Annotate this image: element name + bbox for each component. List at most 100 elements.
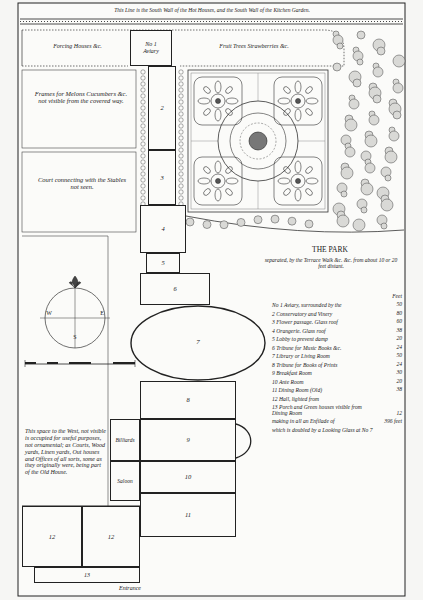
hedge-symbol — [179, 160, 183, 164]
plan-stroke — [22, 66, 128, 67]
hedge-symbol — [141, 70, 145, 74]
plan-stroke — [194, 157, 242, 205]
key-length: 30 — [372, 369, 402, 375]
plan-stroke — [69, 276, 81, 288]
key-entry: which is doubled by a Looking Glass at N… — [272, 427, 400, 433]
room-label: 4 — [161, 225, 164, 232]
plan-stroke — [191, 73, 325, 209]
key-length: 12 — [372, 410, 402, 416]
hedge-symbol — [179, 88, 183, 92]
note-text: Court connecting with the Stables not se… — [36, 176, 128, 191]
room-box: 8 — [140, 381, 236, 419]
tree-symbol — [357, 59, 363, 65]
tree-symbol — [385, 175, 391, 181]
room-label: 2 — [160, 104, 163, 111]
key-entry: 10 Ante Room — [272, 379, 376, 385]
key-entry: 12 Hall, lighted from — [272, 396, 400, 402]
hedge-symbol — [141, 94, 145, 98]
room-label: 13 — [84, 572, 90, 579]
key-entry: 13 Porch and Green houses visible from D… — [272, 404, 376, 417]
plan-stroke — [22, 30, 23, 66]
room-box: 13 — [34, 567, 140, 583]
key-length: 20 — [372, 378, 402, 384]
tree-symbol — [203, 221, 211, 229]
plan-stroke — [22, 30, 344, 66]
note-text: separated, by the Terrace Walk &c. &c. f… — [262, 257, 400, 270]
entrance-label: Entrance — [90, 585, 170, 592]
note-text: Frames for Melons Cucumbers &c. not visi… — [32, 90, 130, 105]
key-entry: making in all an Enfilade of — [272, 418, 376, 424]
hedge-symbol — [141, 166, 145, 170]
column-head: Feet — [376, 293, 402, 299]
tree-symbol — [353, 219, 365, 231]
plan-stroke — [274, 157, 322, 205]
hedge-symbol — [141, 160, 145, 164]
tree-symbol — [393, 111, 401, 119]
key-length: 20 — [372, 335, 402, 341]
hedge-symbol — [141, 154, 145, 158]
plan-stroke — [113, 362, 135, 364]
hedge-symbol — [179, 112, 183, 116]
room-box: 4 — [140, 205, 186, 253]
tree-symbol — [305, 220, 313, 228]
room-box: 12 — [82, 506, 140, 567]
key-entry: 6 Tribune for Music Books &c. — [272, 345, 376, 351]
tree-symbol — [341, 167, 353, 179]
compass-letter: W — [44, 310, 54, 317]
hedge-symbol — [179, 124, 183, 128]
tree-symbol — [341, 191, 347, 197]
hedge-symbol — [179, 76, 183, 80]
note-text: This space to the West, not visible is o… — [25, 428, 106, 476]
plan-stroke — [69, 362, 91, 364]
plan-stroke — [186, 31, 405, 231]
hedge-symbol — [141, 88, 145, 92]
tree-symbol — [365, 135, 377, 147]
key-entry: 7 Library or Living Room — [272, 353, 376, 359]
room-box: Billiards — [110, 419, 140, 461]
room-box: 11 — [140, 493, 236, 537]
tree-symbol — [393, 83, 403, 93]
plan-stroke — [20, 21, 403, 22]
tree-symbol — [254, 216, 262, 224]
tree-symbol — [381, 199, 393, 211]
room-box: 12 — [22, 506, 82, 567]
room-label: 3 — [160, 174, 163, 181]
room-label: 6 — [173, 285, 176, 292]
plan-stroke — [20, 19, 403, 20]
key-length: 24 — [372, 361, 402, 367]
oval-room: 7 — [130, 305, 266, 381]
room-label: 9 — [186, 436, 189, 443]
key-entry: 9 Breakfast Room — [272, 370, 376, 376]
room-label: 11 — [185, 511, 191, 518]
hedge-symbol — [141, 118, 145, 122]
hedge-symbol — [179, 106, 183, 110]
tree-symbol — [393, 55, 405, 67]
key-length: 50 — [372, 352, 402, 358]
key-length: 50 — [372, 301, 402, 307]
plan-stroke — [25, 360, 26, 367]
key-entry: 5 Lobby to prevent damp — [272, 336, 376, 342]
hedge-symbol — [179, 196, 183, 200]
tree-symbol — [237, 218, 245, 226]
hedge-symbol — [179, 82, 183, 86]
tree-symbol — [377, 47, 385, 55]
tree-symbol — [186, 218, 194, 226]
plan-stroke — [135, 360, 136, 367]
tree-symbol — [365, 163, 375, 173]
key-entry: No 1 Aviary, surrounded by the — [272, 302, 376, 308]
tree-symbol — [288, 217, 296, 225]
hedge-symbol — [141, 76, 145, 80]
hedge-symbol — [141, 136, 145, 140]
room-label: No 1 — [145, 41, 157, 48]
tree-symbol — [381, 223, 387, 229]
plan-stroke — [47, 362, 58, 364]
hedge-symbol — [141, 130, 145, 134]
room-label: 8 — [186, 396, 189, 403]
plan-stroke — [236, 424, 251, 458]
hedge-symbol — [141, 196, 145, 200]
hedge-symbol — [179, 94, 183, 98]
tree-symbol — [345, 119, 357, 131]
plan-stroke — [108, 236, 109, 506]
plan-stroke — [186, 216, 404, 232]
plan-stroke — [25, 362, 36, 364]
